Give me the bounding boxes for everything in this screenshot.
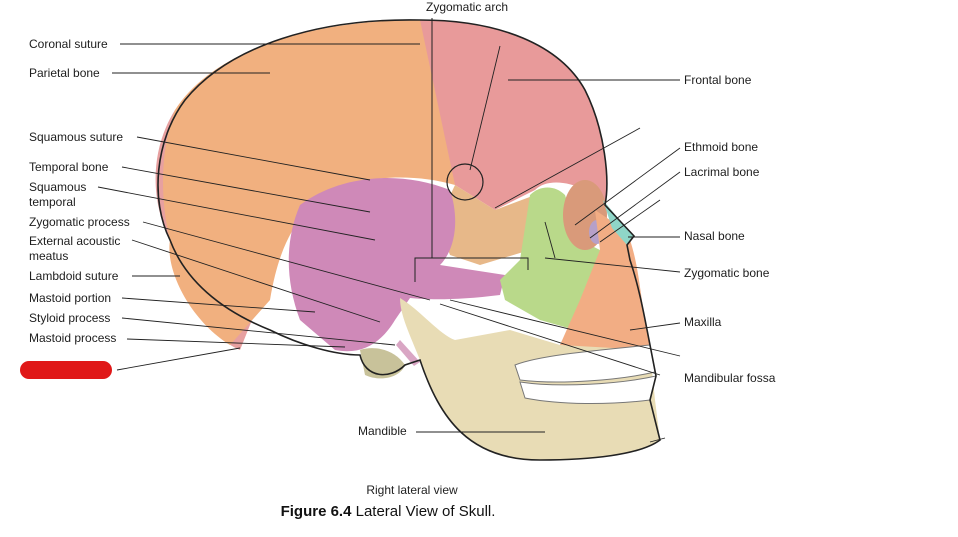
label-styloid-process: Styloid process [29,311,111,325]
label-parietal-bone: Parietal bone [29,66,100,80]
label-mastoid-process: Mastoid process [29,331,117,345]
label-zygomatic-arch: Zygomatic arch [426,0,509,14]
label-nasal-bone: Nasal bone [684,229,745,243]
label-mandible: Mandible [358,424,407,438]
temporal-bone [288,178,505,352]
label-external-acoustic-meatus: External acoustic meatus [29,234,121,263]
label-lacrimal-bone: Lacrimal bone [684,165,760,179]
label-zygomatic-process: Zygomatic process [29,215,130,229]
leader-lines [97,43,681,443]
label-squamous-temporal: Squamous temporal [29,180,87,209]
pterion-circle [446,163,484,201]
label-lambdoid-suture: Lambdoid suture [29,269,119,283]
label-mastoid-portion: Mastoid portion [29,291,112,305]
frontal-bone [420,20,607,210]
parietal-bone [163,20,455,345]
figure-caption: Figure 6.4 Lateral View of Skull. [0,503,776,520]
styloid-process [396,340,420,366]
label-frontal-bone: Frontal bone [684,73,752,87]
skull-outline [157,19,661,461]
sphenoid-bone [444,185,535,265]
view-caption: Right lateral view [366,483,458,497]
red-redaction-mark [20,361,112,379]
label-squamous-suture: Squamous suture [29,130,124,144]
figure-number: Figure 6.4 [280,503,352,520]
label-maxilla: Maxilla [684,315,722,329]
figure-title: Lateral View of Skull. [355,503,496,520]
label-mandibular-fossa: Mandibular fossa [684,371,776,385]
label-temporal-bone: Temporal bone [29,160,109,174]
label-coronal-suture: Coronal suture [29,37,108,51]
zygomatic-arch-bracket [414,18,529,282]
label-zygomatic-bone: Zygomatic bone [684,266,770,280]
label-ethmoid-bone: Ethmoid bone [684,140,759,154]
